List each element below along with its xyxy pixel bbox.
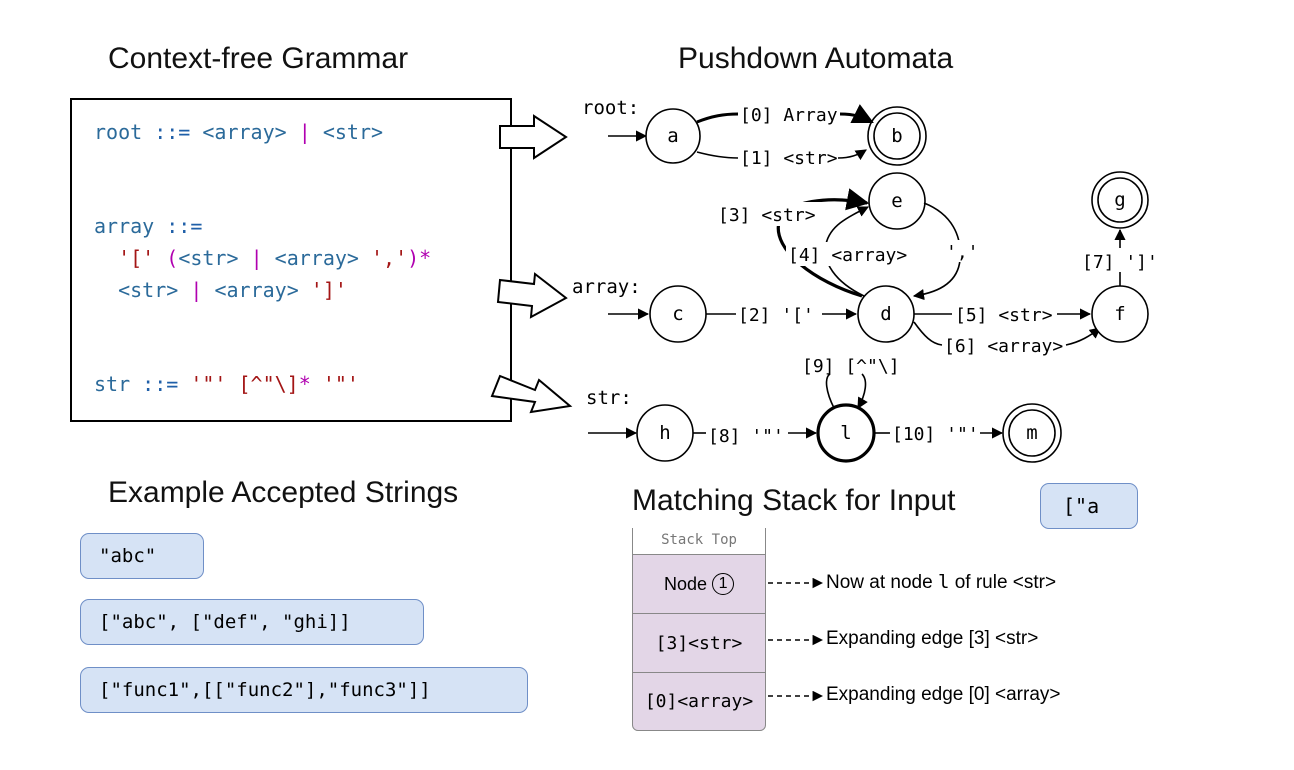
edge-3-label-bg <box>714 202 824 226</box>
edge-7-label: [7] ']' <box>1082 252 1158 273</box>
example-string-3: ["func1",[["func2"],"func3"]] <box>80 667 528 713</box>
edge-9-line-a <box>825 373 835 409</box>
grammar-rule-str: str ::= '"' [^"\]* '"' <box>94 372 359 396</box>
edge-6-label: [6] <array> <box>944 336 1063 357</box>
stack-top-label: Stack Top <box>632 528 766 554</box>
stack-node-label: Node <box>663 573 707 594</box>
grammar-rule-array-line1: '[' (<str> | <array> ',')* <box>118 246 432 270</box>
stack-cell-edge-0: [0]<array> <box>632 672 766 731</box>
mapping-arrow-str <box>490 374 573 414</box>
node-m-label: m <box>1026 422 1037 444</box>
grammar-title: Context-free Grammar <box>108 42 409 75</box>
edge-3-label: [3] <str> <box>718 205 816 226</box>
stack-note-1: Now at node l of rule <str> <box>826 571 1057 593</box>
edge-9-line-b <box>857 373 868 409</box>
node-g-inner <box>1097 177 1143 223</box>
node-g-label: g <box>1114 189 1125 211</box>
grammar-rule-array-line2: <str> | <array> ']' <box>118 278 347 302</box>
edge-0-label: [0] Array <box>740 105 838 126</box>
example-string-1: "abc" <box>80 533 204 579</box>
grammar-box: root ::= <array> | <str> array ::= '[' (… <box>70 98 512 422</box>
grammar-rule-array-head: array ::= <box>94 214 203 238</box>
edge-comma-label-bg <box>944 240 984 262</box>
edge-10-label: [10] '"' <box>892 424 979 445</box>
edge-comma-label: ',' <box>946 242 979 263</box>
node-h-label: h <box>659 422 670 444</box>
node-b-inner <box>873 112 921 160</box>
node-a <box>645 108 701 164</box>
node-c-label: c <box>672 303 683 325</box>
node-d-label: d <box>880 303 891 325</box>
edge-4-label: [4] <array> <box>788 245 907 266</box>
node-e-label: e <box>891 190 902 212</box>
edge-6-line-a <box>913 321 943 346</box>
edge-5-label-real: [5] <str> <box>955 305 1053 326</box>
examples-title: Example Accepted Strings <box>108 476 459 509</box>
stack-input-chip: ["a <box>1040 483 1138 529</box>
node-a-label: a <box>667 125 678 147</box>
edge-0-line-a <box>696 112 739 124</box>
matching-stack: Stack Top Node 1 [3]<str> [0]<array> <box>632 528 766 731</box>
edge-1-label: [1] <str> <box>740 148 838 169</box>
stack-title: Matching Stack for Input <box>632 484 956 517</box>
stack-cell-edge-3: [3]<str> <box>632 613 766 672</box>
node-f-label: f <box>1114 303 1125 325</box>
edge-4-label-bg <box>786 242 912 266</box>
edge-1-line-b <box>837 149 867 161</box>
node-m-inner <box>1008 409 1056 457</box>
edge-6-line-b <box>1065 327 1101 346</box>
edge-1-line-a <box>696 151 739 159</box>
rule-label-array: array: <box>572 276 641 298</box>
edge-0-line-b <box>839 104 874 124</box>
node-l-label: l <box>840 422 851 444</box>
edge-9-label: [9] [^"\] <box>802 356 900 377</box>
rule-label-str: str: <box>586 387 632 409</box>
mapping-arrow-array <box>496 272 568 319</box>
stack-note-2: Expanding edge [3] <str> <box>826 628 1039 649</box>
automata-title: Pushdown Automata <box>678 42 954 75</box>
stack-note-3: Expanding edge [0] <array> <box>826 684 1061 705</box>
stack-node-circle: 1 <box>712 573 735 595</box>
edge-8-label: [8] '"' <box>708 426 784 447</box>
mapping-arrow-root <box>499 114 568 160</box>
node-b-label: b <box>891 125 902 147</box>
grammar-rule-root: root ::= <array> | <str> <box>94 120 384 144</box>
rule-label-root: root: <box>582 97 639 119</box>
edge-2-label: [2] '[' <box>738 305 814 326</box>
stack-cell-node: Node 1 <box>632 554 766 613</box>
example-string-2: ["abc", ["def", "ghi]] <box>80 599 424 645</box>
